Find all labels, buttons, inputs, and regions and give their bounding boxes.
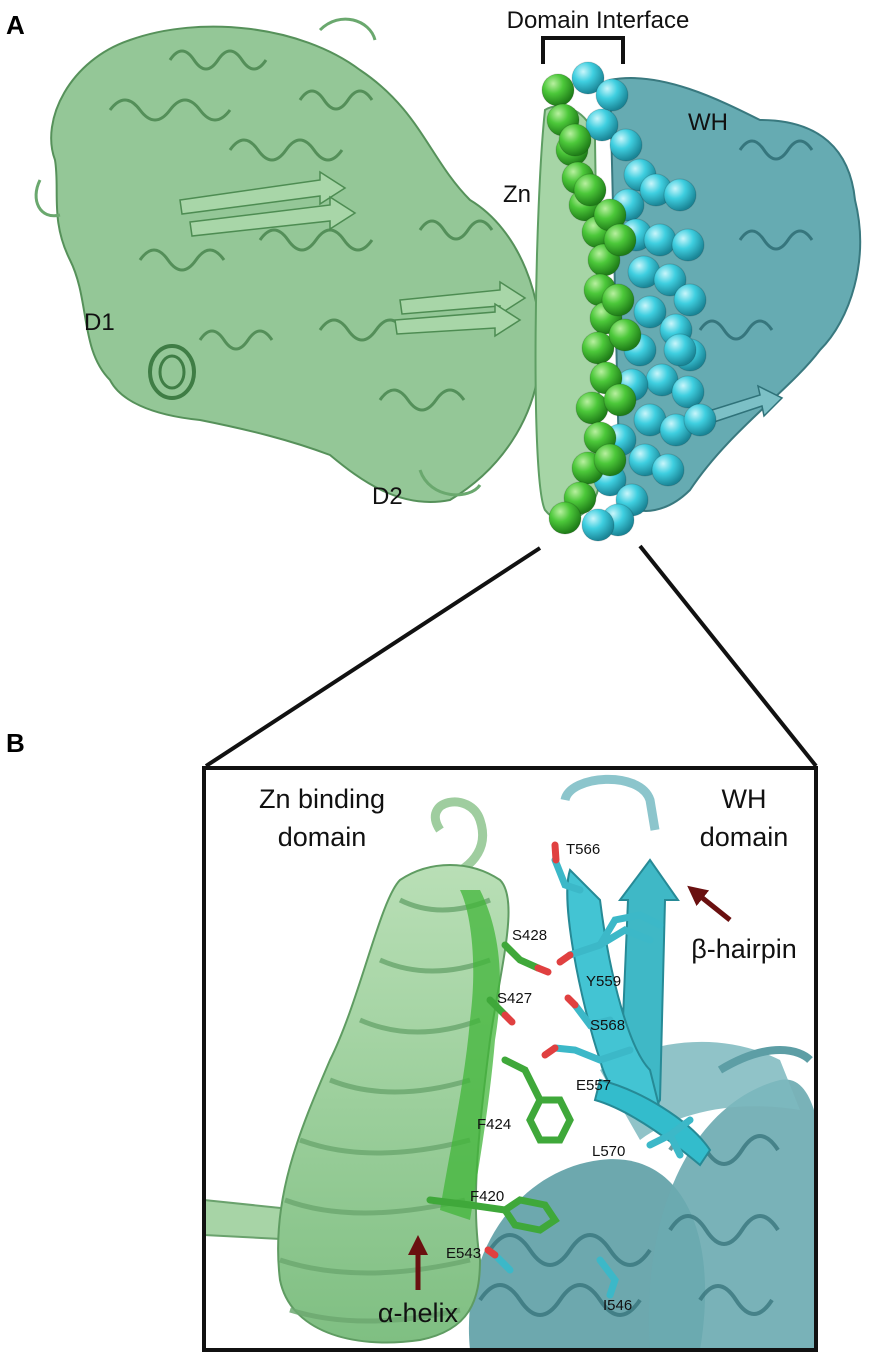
alpha-helix-cartoon	[204, 797, 510, 1344]
zoom-line-right	[638, 544, 818, 768]
panel-a-letter: A	[6, 10, 25, 40]
wh-interface-sphere	[673, 283, 707, 317]
panel-b-letter: B	[6, 728, 25, 758]
domain-interface-bracket	[541, 36, 625, 64]
zn-interface-sphere	[603, 383, 637, 417]
zn-label: Zn	[503, 181, 531, 208]
zn-interface-sphere	[603, 223, 637, 257]
wh-interface-sphere	[663, 178, 697, 212]
wh-label: WH	[688, 109, 728, 136]
zn-interface-sphere	[548, 501, 582, 535]
residue-label-s427: S427	[497, 990, 532, 1007]
alpha-helix-label: α-helix	[378, 1298, 459, 1328]
d2-label: D2	[372, 483, 403, 510]
zn-interface-sphere	[593, 443, 627, 477]
residue-label-e543: E543	[446, 1245, 481, 1262]
wh-interface-sphere	[571, 61, 605, 95]
wh-interface-sphere	[671, 375, 705, 409]
beta-hairpin-arrow	[687, 885, 732, 922]
zn-interface-sphere	[558, 123, 592, 157]
d1-d2-domain-cartoon	[34, 17, 542, 503]
residue-label-f424: F424	[477, 1116, 511, 1133]
d1-label: D1	[84, 309, 115, 336]
zn-interface-sphere	[573, 173, 607, 207]
zn-interface-sphere	[581, 331, 615, 365]
residue-label-y559: Y559	[586, 973, 621, 990]
residue-label-s568: S568	[590, 1017, 625, 1034]
residue-label-l570: L570	[592, 1143, 625, 1160]
residue-label-t566: T566	[566, 841, 600, 858]
wh-domain-label-line2: domain	[700, 822, 789, 852]
wh-interface-sphere	[595, 78, 629, 112]
residue-label-f420: F420	[470, 1188, 504, 1205]
panel-b-frame	[202, 766, 818, 1352]
domain-interface-label: Domain Interface	[507, 7, 690, 34]
zn-interface-sphere	[541, 73, 575, 107]
zn-domain-label-line1: Zn binding	[259, 784, 385, 814]
wh-interface-sphere	[643, 223, 677, 257]
side-chains	[426, 841, 694, 1299]
zn-interface-sphere	[601, 283, 635, 317]
interface-residue-spheres	[541, 61, 717, 542]
panel-b-closeup: Zn binding domain WH domain β-hairpin α-…	[204, 768, 816, 1350]
wh-domain-label-line1: WH	[722, 784, 767, 814]
wh-lower-helices	[468, 1041, 816, 1350]
wh-interface-sphere	[585, 108, 619, 142]
zn-domain-label-line2: domain	[278, 822, 367, 852]
wh-interface-sphere	[683, 403, 717, 437]
residue-label-e557: E557	[576, 1077, 611, 1094]
wh-interface-sphere	[671, 228, 705, 262]
residue-label-s428: S428	[512, 927, 547, 944]
wh-interface-sphere	[663, 333, 697, 367]
beta-hairpin-label: β-hairpin	[691, 934, 797, 964]
beta-hairpin-cartoon	[560, 774, 712, 1167]
wh-interface-sphere	[653, 263, 687, 297]
wh-interface-sphere	[651, 453, 685, 487]
zn-interface-sphere	[608, 318, 642, 352]
wh-interface-sphere	[633, 295, 667, 329]
zn-interface-sphere	[575, 391, 609, 425]
zoom-line-left	[204, 546, 542, 768]
residue-label-i546: I546	[603, 1297, 632, 1314]
wh-interface-sphere	[609, 128, 643, 162]
wh-interface-sphere	[581, 508, 615, 542]
